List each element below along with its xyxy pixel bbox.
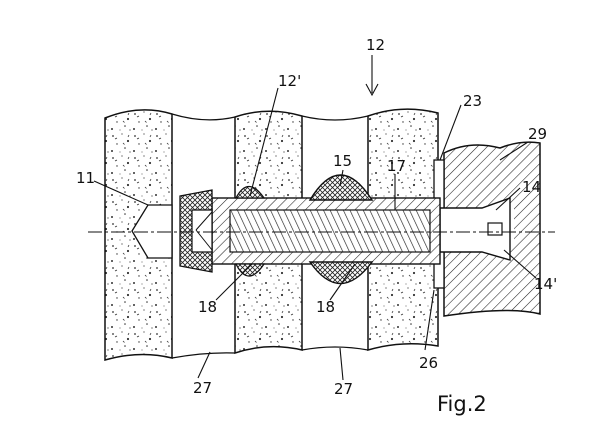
label-14: 14	[522, 178, 541, 196]
panel-gap-outlines	[171, 113, 369, 359]
drill-hole-tip-11	[131, 204, 173, 259]
reference-labels: 12 12' 11 15 17 23 29 14 14' 18 18 26 27…	[76, 36, 557, 398]
anchor-sleeve-12	[211, 197, 441, 265]
label-26: 26	[419, 354, 438, 372]
expansion-bulge-15	[308, 174, 374, 285]
label-18-right: 18	[316, 298, 335, 316]
label-14-prime: 14'	[534, 275, 557, 293]
label-11: 11	[76, 169, 95, 187]
figure-caption: Fig.2	[437, 392, 487, 416]
label-27-left: 27	[193, 379, 212, 397]
label-12: 12	[366, 36, 385, 54]
sleeve-end-cap	[179, 189, 213, 273]
leader-lines	[93, 55, 537, 381]
label-23: 23	[463, 92, 482, 110]
label-17: 17	[387, 157, 406, 175]
label-18-left: 18	[198, 298, 217, 316]
label-12-prime: 12'	[278, 72, 301, 90]
label-29: 29	[528, 125, 547, 143]
label-15: 15	[333, 152, 352, 170]
label-27-right: 27	[334, 380, 353, 398]
